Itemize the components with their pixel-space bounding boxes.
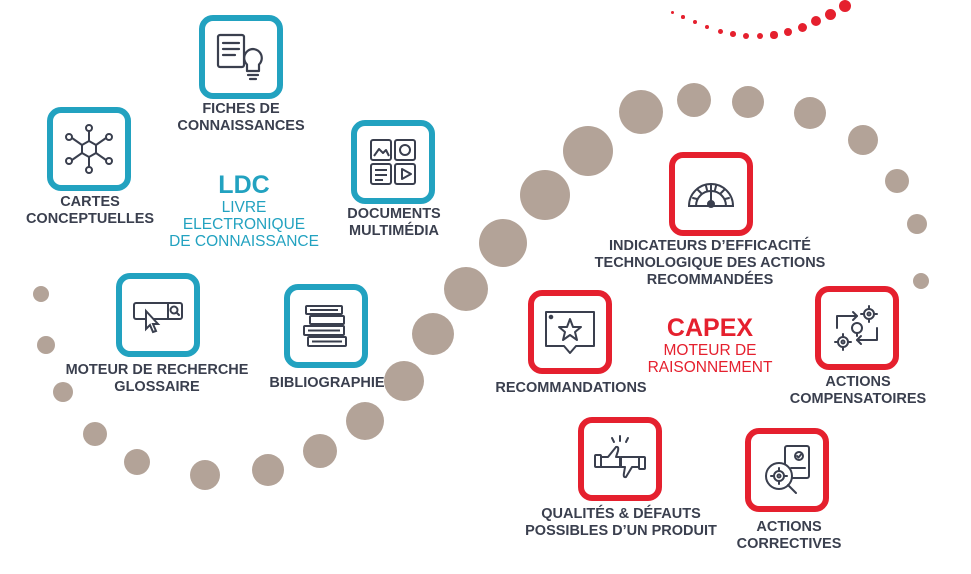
star-screen-icon xyxy=(545,311,595,354)
multimedia-documents-icon xyxy=(370,139,416,185)
mind-map-icon xyxy=(65,124,113,174)
path-dot xyxy=(444,267,488,311)
path-dot xyxy=(37,336,55,354)
path-dot xyxy=(303,434,337,468)
path-dot xyxy=(848,125,878,155)
red-arc-dot xyxy=(756,32,764,40)
capex-subtitle-line: RAISONNEMENT xyxy=(647,359,773,376)
gauge-icon xyxy=(687,183,735,208)
tile-bibliographie xyxy=(284,284,368,368)
path-dot xyxy=(907,214,927,234)
tile-recommandations xyxy=(528,290,612,374)
path-dot xyxy=(563,126,613,176)
red-arc-dot xyxy=(824,8,836,20)
label-recommandations: RECOMMANDATIONS xyxy=(495,380,647,396)
tile-indicateurs xyxy=(669,152,753,236)
red-arc-dot xyxy=(704,24,710,30)
ldc-title: LDC xyxy=(218,171,270,199)
magnifier-gear-icon xyxy=(765,445,810,494)
red-arc-dot xyxy=(743,33,749,39)
thumbs-up-down-icon xyxy=(594,435,646,479)
path-dot xyxy=(53,382,73,402)
tile-fiches-de-connaissances xyxy=(199,15,283,99)
tile-moteur-de-recherche xyxy=(116,273,200,357)
red-arc-dot xyxy=(670,10,674,14)
document-lightbulb-icon xyxy=(216,33,263,81)
tile-qualites-defauts xyxy=(578,417,662,501)
books-stack-icon xyxy=(303,305,347,347)
path-dot xyxy=(346,402,384,440)
ldc-subtitle-line: LIVRE xyxy=(221,199,267,216)
gears-arrows-icon xyxy=(834,305,878,351)
path-dot xyxy=(677,83,711,117)
red-arc-dot xyxy=(839,0,851,12)
red-arc-dot xyxy=(681,15,685,19)
capex-brand: CAPEX MOTEUR DE RAISONNEMENT xyxy=(647,314,773,377)
path-dot xyxy=(252,454,284,486)
path-dot xyxy=(619,90,663,134)
capex-subtitle-line: MOTEUR DE xyxy=(663,342,757,359)
tile-actions-compensatoires xyxy=(815,286,899,370)
path-dot xyxy=(384,361,424,401)
red-arc-dot xyxy=(730,31,736,37)
red-arc-dot xyxy=(784,28,792,36)
path-dot xyxy=(412,313,454,355)
red-arc-dot xyxy=(797,22,807,32)
search-bar-icon xyxy=(133,302,183,334)
tile-cartes-conceptuelles xyxy=(47,107,131,191)
path-dot xyxy=(190,460,220,490)
path-dot xyxy=(479,219,527,267)
ldc-subtitle-line: DE CONNAISSANCE xyxy=(169,233,319,250)
red-arc-dot xyxy=(811,16,821,26)
red-arc-dot xyxy=(717,28,723,34)
capex-title: CAPEX xyxy=(666,314,754,342)
path-dot xyxy=(83,422,107,446)
path-dot xyxy=(124,449,150,475)
label-bibliographie: BIBLIOGRAPHIE xyxy=(269,375,385,391)
ldc-brand: LDC LIVRE ELECTRONIQUE DE CONNAISSANCE xyxy=(169,171,319,251)
path-dot xyxy=(913,273,929,289)
path-dot xyxy=(520,170,570,220)
path-dot xyxy=(732,86,764,118)
path-dot xyxy=(33,286,49,302)
ldc-subtitle-line: ELECTRONIQUE xyxy=(182,216,306,233)
red-arc-dot xyxy=(770,31,778,39)
red-arc-dot xyxy=(693,20,697,24)
tile-documents-multimedia xyxy=(351,120,435,204)
path-dot xyxy=(885,169,909,193)
path-dot xyxy=(794,97,826,129)
tile-actions-correctives xyxy=(745,428,829,512)
